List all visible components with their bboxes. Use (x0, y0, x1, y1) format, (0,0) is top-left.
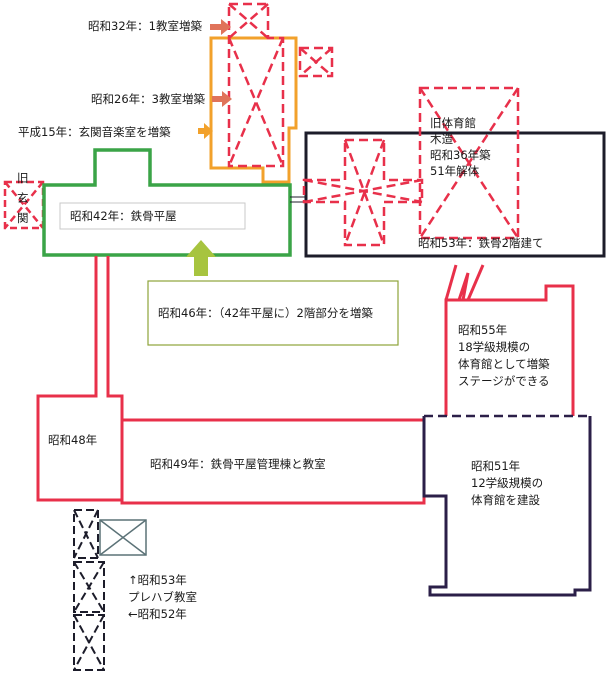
showa51-gym-outline (422, 416, 592, 597)
label-showa53-main: 昭和53年：鉄骨2階建て (418, 236, 544, 250)
showa32-arrow-icon (210, 19, 231, 35)
label-showa49: 昭和49年：鉄骨平屋管理棟と教室 (150, 457, 326, 471)
label-showa42: 昭和42年：鉄骨平屋 (70, 209, 177, 223)
label-showa48: 昭和48年 (48, 433, 98, 447)
prefab-classrooms (73, 509, 105, 671)
showa46-label-box (147, 280, 399, 346)
prefab-gray-block (99, 519, 147, 556)
label-old-entrance: 旧 玄 関 (17, 171, 29, 225)
label-prefab: ↑昭和53年 プレハブ教室 ←昭和52年 (128, 573, 197, 621)
label-showa46: 昭和46年：（42年平屋に）2階部分を増築 (158, 306, 373, 320)
heisei15-arrow-icon (198, 123, 213, 139)
showa48-49-building-outline (36, 256, 426, 505)
old-gym-demolished (302, 86, 520, 247)
label-showa32: 昭和32年：1教室増築 (88, 19, 202, 33)
label-heisei15: 平成15年：玄関音楽室を増築 (18, 125, 171, 139)
showa42-building-outline (42, 148, 292, 257)
showa42-label-box (59, 202, 246, 230)
showa53-main-building-outline (304, 131, 606, 258)
label-showa51: 昭和51年 12学級規模の 体育館を建設 (471, 459, 544, 507)
label-showa26: 昭和26年：3教室増築 (91, 92, 205, 106)
label-showa55: 昭和55年 18学級規模の 体育館として増築 ステージができる (458, 323, 550, 388)
showa32-demolished-block (227, 2, 334, 168)
showa46-arrow-icon (186, 240, 216, 276)
showa26-arrow-icon (212, 91, 232, 107)
label-old-gym: 旧体育館 木造 昭和36年築 51年解体 (430, 116, 491, 178)
showa26-wing-outline (209, 36, 298, 184)
